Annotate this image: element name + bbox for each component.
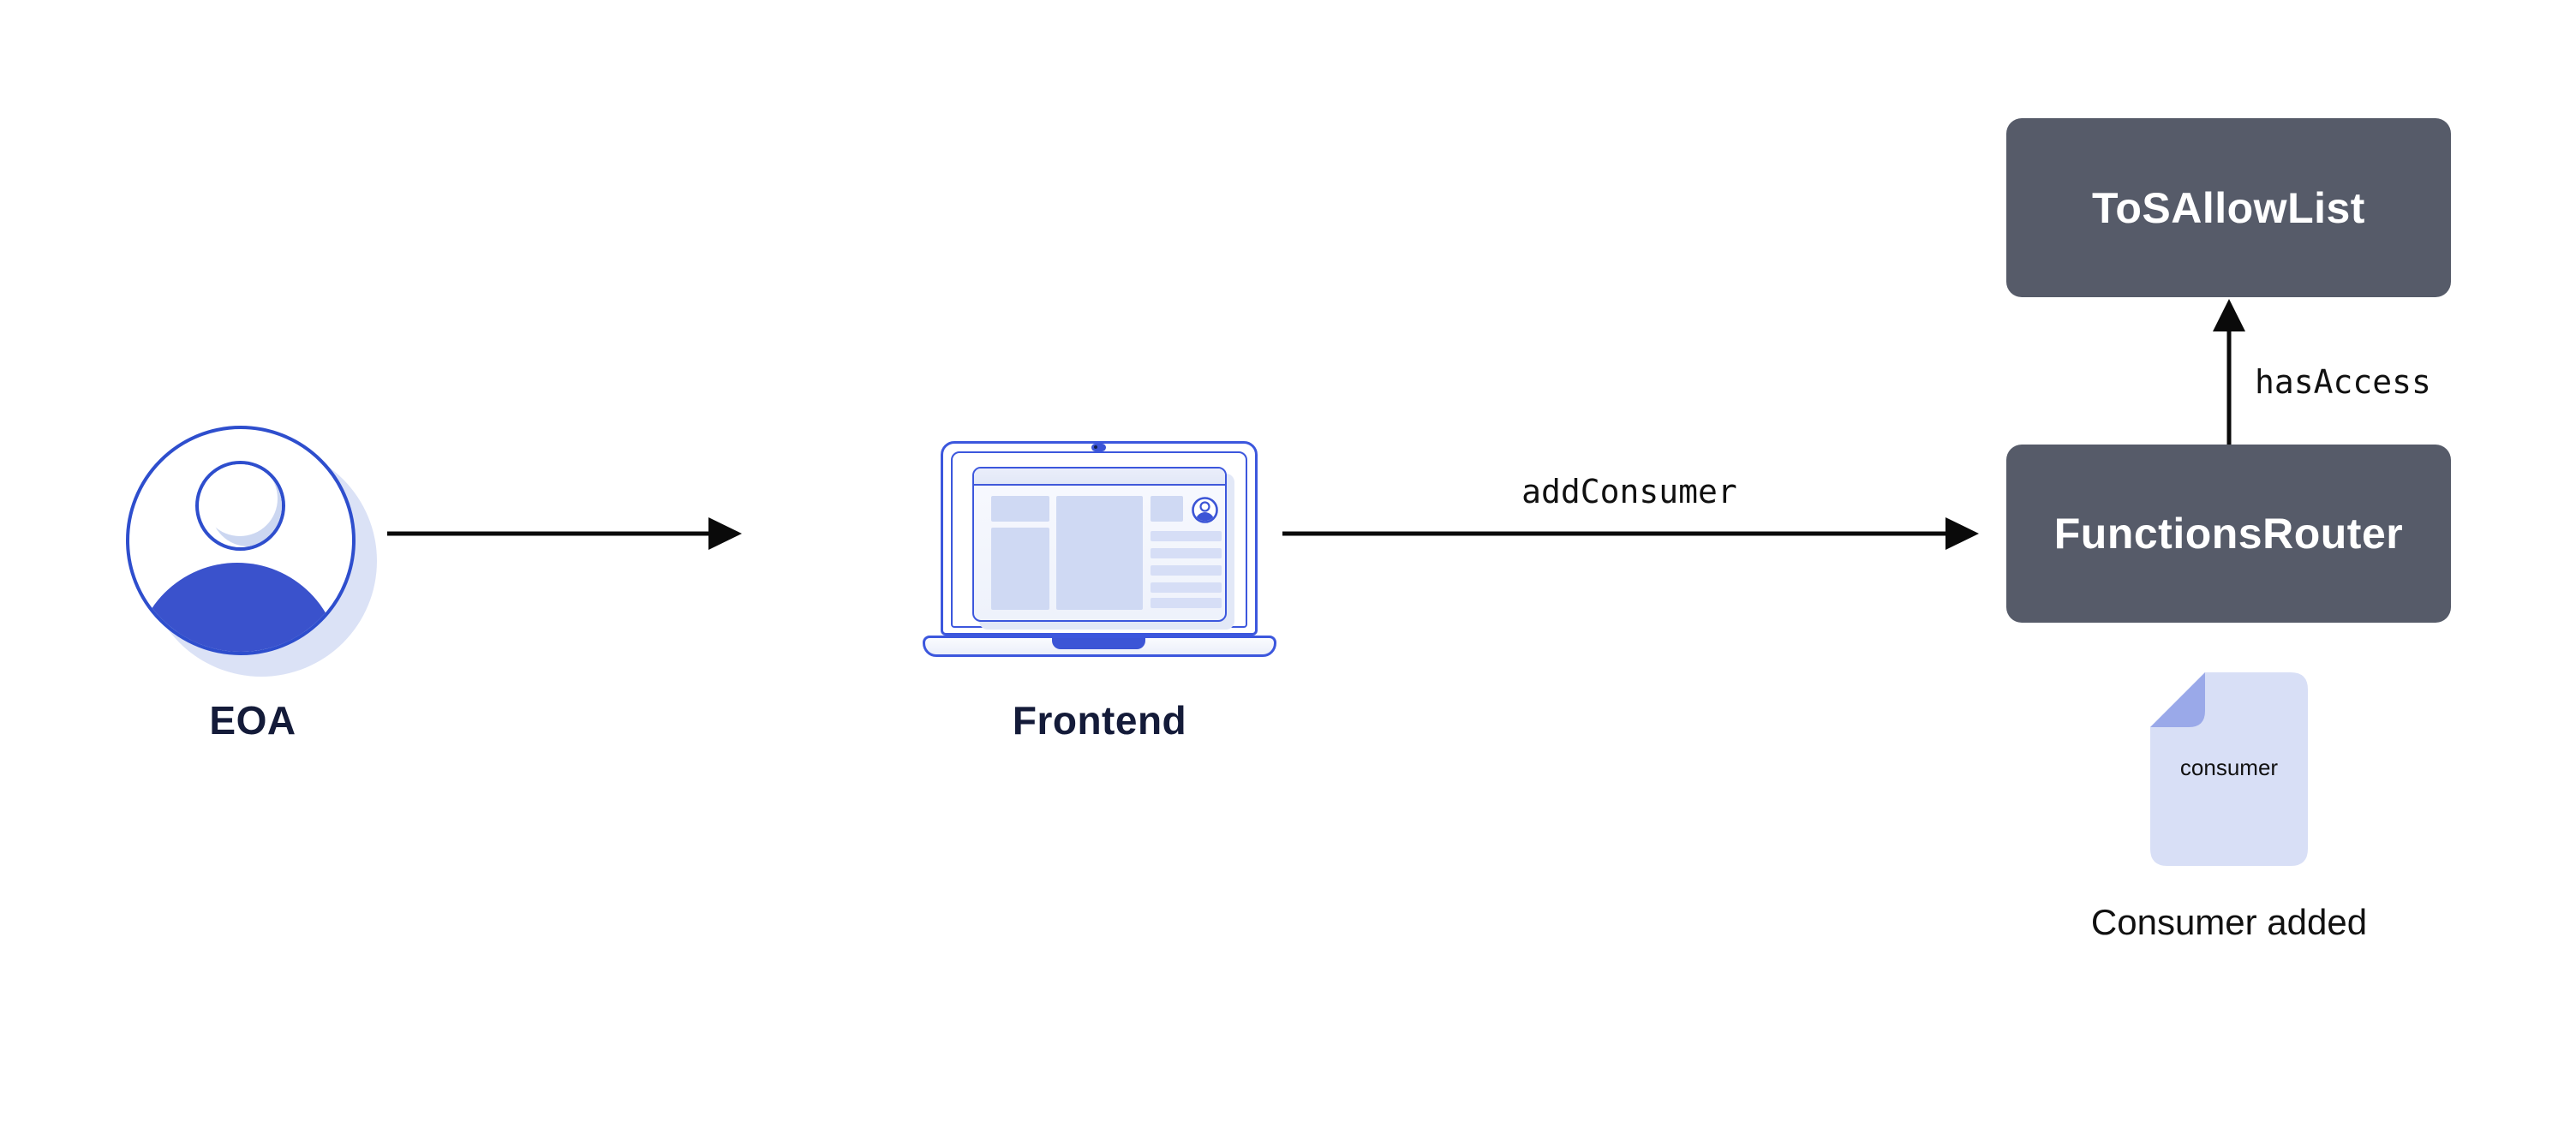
node-eoa <box>120 420 386 685</box>
eoa-label: EOA <box>209 698 296 743</box>
avatar-circle <box>126 426 356 655</box>
text-line-placeholder <box>1151 531 1222 541</box>
frontend-label: Frontend <box>1012 698 1187 743</box>
arrow-functionsrouter-to-tosallowlist <box>2213 299 2245 445</box>
content-block <box>1056 496 1143 610</box>
functionsrouter-label: FunctionsRouter <box>2053 510 2404 558</box>
document-caption: Consumer added <box>2090 902 2368 942</box>
content-block <box>1151 496 1183 522</box>
webcam-icon <box>1091 444 1106 451</box>
text-line-placeholder <box>1151 548 1222 558</box>
node-functionsrouter: FunctionsRouter <box>2006 445 2451 623</box>
node-frontend <box>923 433 1276 664</box>
user-icon <box>1192 497 1218 523</box>
arrow-frontend-to-functionsrouter <box>1282 517 1979 550</box>
edge-label-hasaccess: hasAccess <box>2255 363 2431 401</box>
text-line-placeholder <box>1151 582 1222 593</box>
node-tosallowlist: ToSAllowList <box>2006 118 2451 297</box>
document-fold <box>2150 672 2205 727</box>
browser-header <box>974 469 1225 486</box>
content-block <box>991 528 1049 610</box>
laptop-icon <box>941 441 1258 636</box>
text-line-placeholder <box>1151 565 1222 576</box>
document-icon <box>2150 672 2308 866</box>
avatar-shoulders <box>134 563 340 652</box>
tosallowlist-label: ToSAllowList <box>2092 183 2365 232</box>
laptop-notch <box>1052 638 1145 649</box>
arrow-eoa-to-frontend <box>387 517 742 550</box>
node-consumer-document: consumer Consumer added <box>2091 672 2367 946</box>
text-line-placeholder <box>1151 598 1222 608</box>
edge-label-addconsumer: addConsumer <box>1521 473 1737 510</box>
document-file-label: consumer <box>2179 755 2279 780</box>
browser-window <box>972 467 1227 622</box>
avatar-head <box>195 461 285 551</box>
content-block <box>991 496 1049 522</box>
laptop-base <box>923 636 1276 657</box>
